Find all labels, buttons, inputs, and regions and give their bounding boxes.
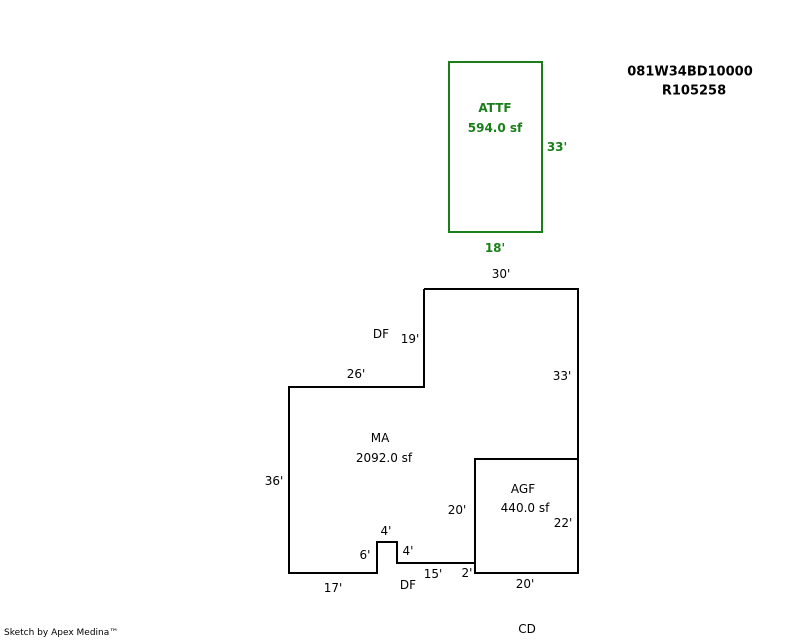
ma-df-lower-label: DF [399, 578, 417, 592]
ma-dim-left: 36' [264, 474, 284, 488]
agf-dim-right: 22' [553, 516, 573, 530]
ma-dim-small-step: 2' [461, 566, 473, 580]
ma-dim-bottom-mid: 15' [423, 567, 443, 581]
agf-area: 440.0 sf [500, 501, 550, 515]
ma-name: MA [370, 431, 390, 445]
ma-dim-upper-left-vertical: 19' [400, 332, 420, 346]
ma-dim-bottom-left: 17' [323, 581, 343, 595]
ma-dim-notch-top: 4' [380, 524, 392, 538]
main-area-outline [288, 288, 579, 574]
ma-area: 2092.0 sf [355, 451, 413, 465]
attf-dim-bottom: 18' [484, 241, 506, 255]
parcel-map-number: 081W34BD10000 [627, 64, 753, 80]
ma-dim-right: 33' [552, 369, 572, 383]
ma-dim-inner-vertical: 20' [447, 503, 467, 517]
ma-dim-notch-left: 6' [359, 548, 371, 562]
agf-dim-bottom: 20' [515, 577, 535, 591]
attf-area: 594.0 sf [467, 121, 523, 135]
garage-outline [474, 458, 578, 573]
attf-name: ATTF [478, 101, 512, 115]
ma-dim-step-horizontal: 26' [346, 367, 366, 381]
parcel-account: R105258 [661, 83, 727, 99]
attf-dim-right: 33' [546, 140, 568, 154]
attf-outline [448, 61, 543, 233]
ma-dim-top: 30' [491, 267, 511, 281]
cd-label: CD [518, 622, 536, 636]
ma-df-upper-label: DF [372, 327, 390, 341]
agf-name: AGF [510, 482, 536, 496]
ma-dim-notch-right: 4' [402, 544, 414, 558]
sketch-credit: Sketch by Apex Medina™ [4, 628, 119, 638]
